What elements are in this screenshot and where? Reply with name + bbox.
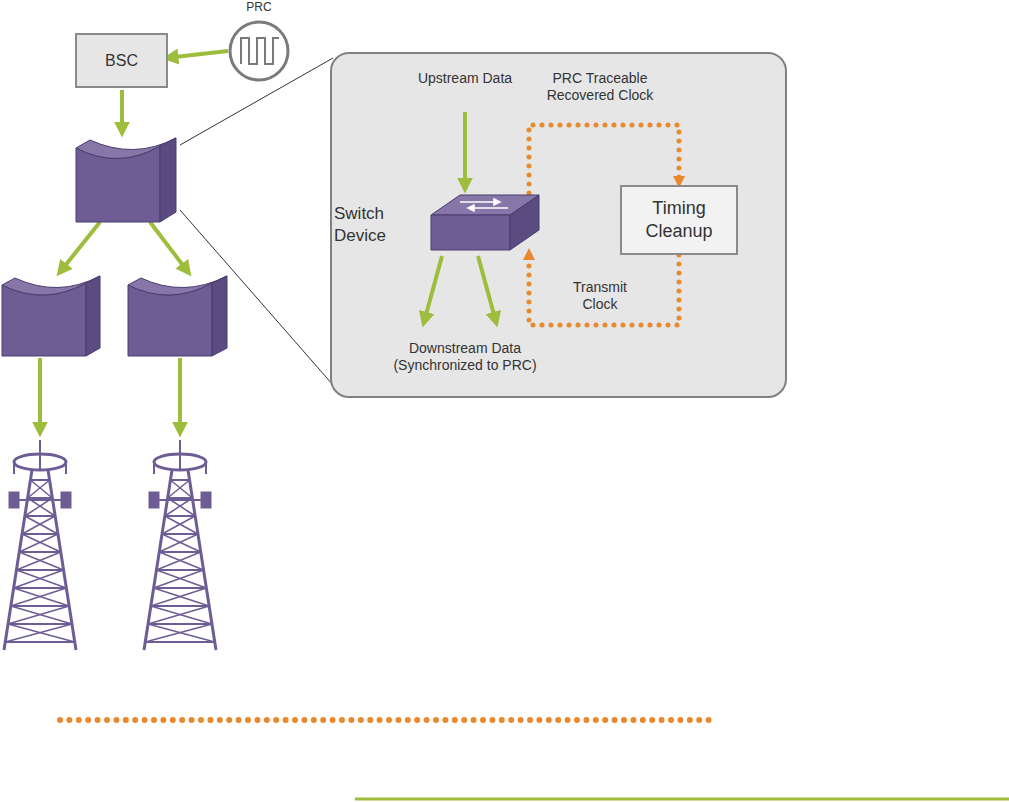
- green-rule: [355, 798, 1009, 801]
- controller-box: BSC: [75, 33, 168, 88]
- node-label: Switch Device: [334, 203, 420, 247]
- node-label: PRC: [208, 0, 310, 14]
- edge-label: Transmit Clock: [555, 279, 645, 313]
- cell-tower: [4, 440, 216, 650]
- flow-label: Downstream Data (Synchronized to PRC): [382, 340, 548, 374]
- edge-label: PRC Traceable Recovered Clock: [525, 70, 675, 104]
- data-arrows: [40, 90, 496, 432]
- data-arrow: [168, 51, 228, 58]
- clock-path: [529, 251, 679, 325]
- flow-label: Upstream Data: [405, 70, 525, 87]
- dotted-rule: [60, 717, 716, 723]
- callout-panel: [331, 53, 786, 397]
- node-label: BSC: [105, 51, 138, 71]
- switch-device: Switch Device: [430, 193, 540, 251]
- clock-source: PRC: [228, 20, 290, 82]
- clock-path: [529, 125, 679, 193]
- network-element: [2, 138, 227, 356]
- timing-cleanup-box: Timing Cleanup: [620, 185, 738, 255]
- node-label: Timing Cleanup: [634, 197, 724, 243]
